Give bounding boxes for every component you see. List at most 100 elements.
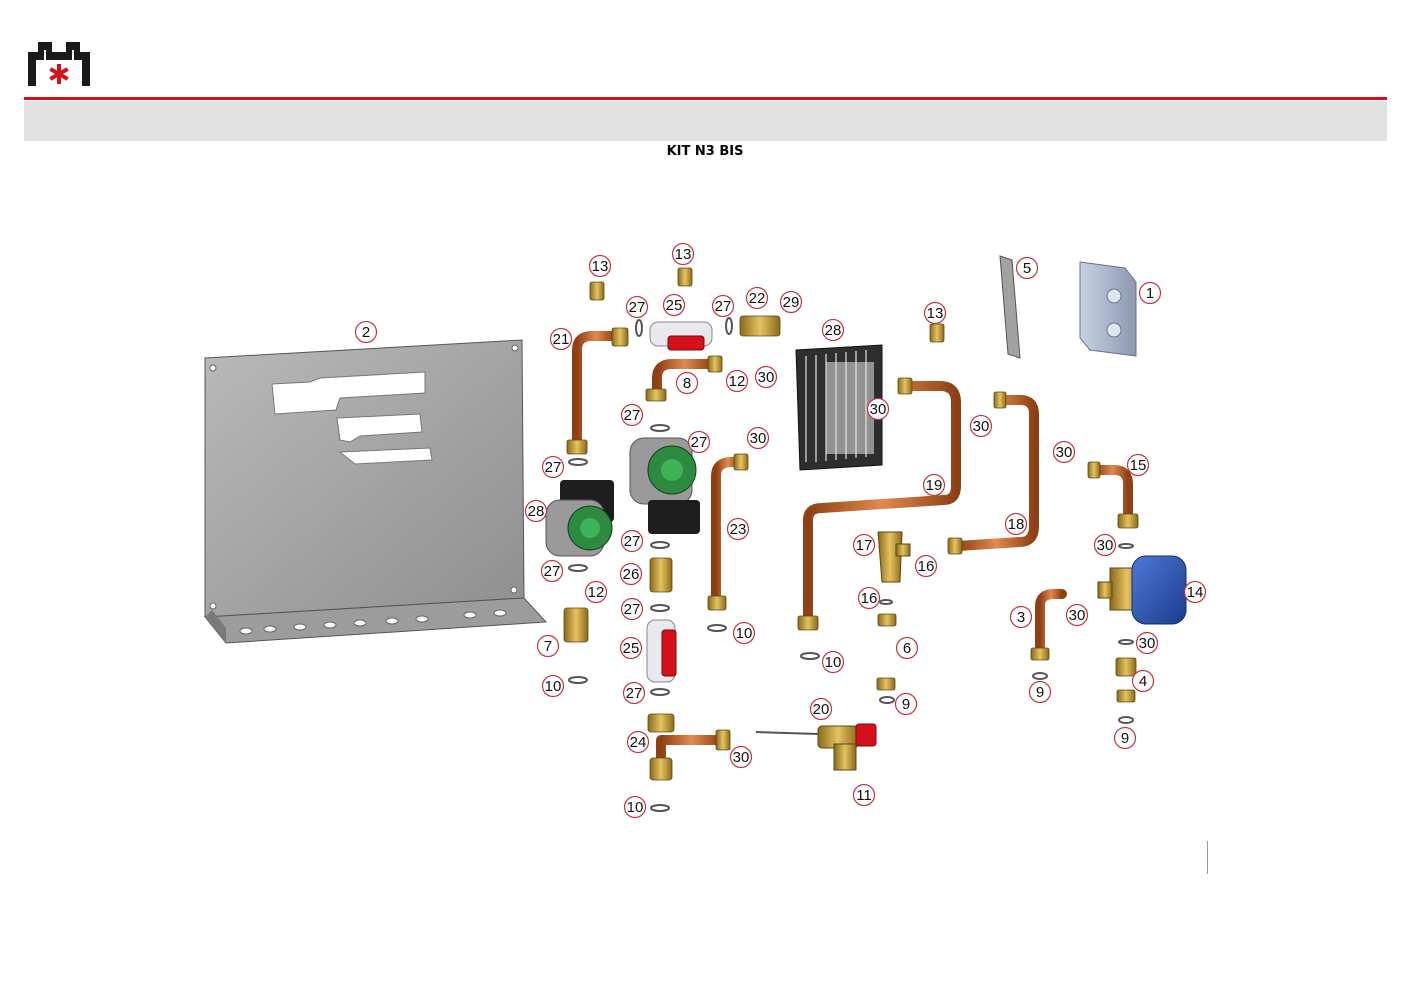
callout-balloon: 23 [726, 517, 750, 541]
motorised-valve-14 [1097, 555, 1187, 625]
callout-number: 10 [825, 654, 842, 671]
callout-balloon: 9 [1028, 680, 1052, 704]
callout-balloon: 24 [626, 730, 650, 754]
callout-number: 27 [629, 299, 646, 316]
callout-balloon: 1 [1138, 281, 1162, 305]
callout-balloon: 10 [732, 621, 756, 645]
company-logo-icon [28, 42, 90, 86]
callout-balloon: 27 [622, 681, 646, 705]
callout-balloon: 30 [1052, 440, 1076, 464]
callout-number: 25 [666, 297, 683, 314]
callout-number: 16 [861, 590, 878, 607]
callout-balloon: 27 [620, 529, 644, 553]
callout-balloon: 30 [1065, 603, 1089, 627]
callout-balloon: 27 [687, 430, 711, 454]
callout-number: 27 [624, 533, 641, 550]
callout-number: 11 [856, 787, 872, 804]
pipe-8 [652, 359, 717, 398]
callout-number: 22 [749, 290, 766, 307]
callout-number: 3 [1017, 609, 1025, 626]
callout-balloon: 30 [754, 365, 778, 389]
callout-number: 27 [626, 685, 643, 702]
callout-number: 14 [1187, 584, 1204, 601]
callout-balloon: 9 [1113, 726, 1137, 750]
callout-number: 21 [553, 331, 570, 348]
callout-number: 10 [545, 678, 562, 695]
ball-valve-top [649, 321, 713, 351]
callout-balloon: 30 [1135, 631, 1159, 655]
callout-number: 2 [362, 324, 370, 341]
bracket [999, 255, 1021, 359]
callout-balloon: 27 [620, 403, 644, 427]
callout-balloon: 15 [1126, 453, 1150, 477]
callout-balloon: 2 [354, 320, 378, 344]
callout-balloon: 10 [541, 674, 565, 698]
callout-balloon: 3 [1009, 605, 1033, 629]
callout-number: 30 [750, 430, 767, 447]
callout-number: 30 [1097, 537, 1114, 554]
callout-number: 4 [1139, 673, 1147, 690]
callout-number: 9 [902, 696, 910, 713]
callout-balloon: 16 [857, 586, 881, 610]
callout-balloon: 30 [729, 745, 753, 769]
callout-number: 28 [825, 322, 842, 339]
callout-number: 30 [870, 401, 887, 418]
callout-balloon: 27 [541, 455, 565, 479]
mounting-plate [204, 339, 548, 644]
callout-balloon: 29 [779, 290, 803, 314]
callout-balloon: 20 [809, 697, 833, 721]
callout-balloon: 30 [1093, 533, 1117, 557]
callout-number: 15 [1130, 457, 1147, 474]
callout-balloon: 27 [625, 295, 649, 319]
callout-number: 27 [624, 601, 641, 618]
callout-number: 30 [758, 369, 775, 386]
callout-number: 18 [1008, 516, 1025, 533]
pipe-21 [572, 331, 620, 450]
callout-balloon: 26 [619, 562, 643, 586]
callout-number: 20 [813, 701, 830, 718]
edge-marker-line [1207, 841, 1208, 874]
callout-number: 30 [1139, 635, 1156, 652]
callout-number: 27 [544, 563, 561, 580]
callout-balloon: 6 [895, 636, 919, 660]
callout-balloon: 28 [821, 318, 845, 342]
callout-balloon: 4 [1131, 669, 1155, 693]
callout-number: 13 [927, 305, 944, 322]
callout-balloon: 13 [923, 301, 947, 325]
callout-balloon: 22 [745, 286, 769, 310]
pipe-24 [656, 735, 727, 767]
callout-number: 8 [683, 375, 691, 392]
callout-number: 10 [627, 799, 644, 816]
pipe-3 [1035, 589, 1067, 657]
callout-balloon: 7 [536, 634, 560, 658]
callout-balloon: 27 [620, 597, 644, 621]
header-grey-band [24, 101, 1387, 141]
callout-balloon: 18 [1004, 512, 1028, 536]
callout-number: 5 [1023, 260, 1031, 277]
callout-number: 12 [588, 584, 605, 601]
callout-balloon: 5 [1015, 256, 1039, 280]
callout-balloon: 16 [914, 554, 938, 578]
callout-balloon: 25 [619, 636, 643, 660]
callout-balloon: 30 [969, 414, 993, 438]
callout-number: 30 [1056, 444, 1073, 461]
pipe-23 [711, 457, 745, 605]
callout-number: 26 [623, 566, 640, 583]
pipe-18 [953, 395, 1039, 551]
callout-balloon: 27 [540, 559, 564, 583]
callout-number: 7 [544, 638, 552, 655]
callout-balloon: 21 [549, 327, 573, 351]
callout-number: 27 [691, 434, 708, 451]
callout-balloon: 14 [1183, 580, 1207, 604]
pipe-19 [803, 381, 961, 625]
callout-balloon: 11 [852, 783, 876, 807]
callout-number: 30 [973, 418, 990, 435]
callout-number: 27 [715, 298, 732, 315]
callout-number: 13 [675, 246, 692, 263]
callout-number: 29 [783, 294, 800, 311]
circulator-pump-right [629, 437, 700, 534]
electrical-box [1079, 261, 1137, 357]
callout-balloon: 17 [852, 533, 876, 557]
callout-number: 27 [545, 459, 562, 476]
